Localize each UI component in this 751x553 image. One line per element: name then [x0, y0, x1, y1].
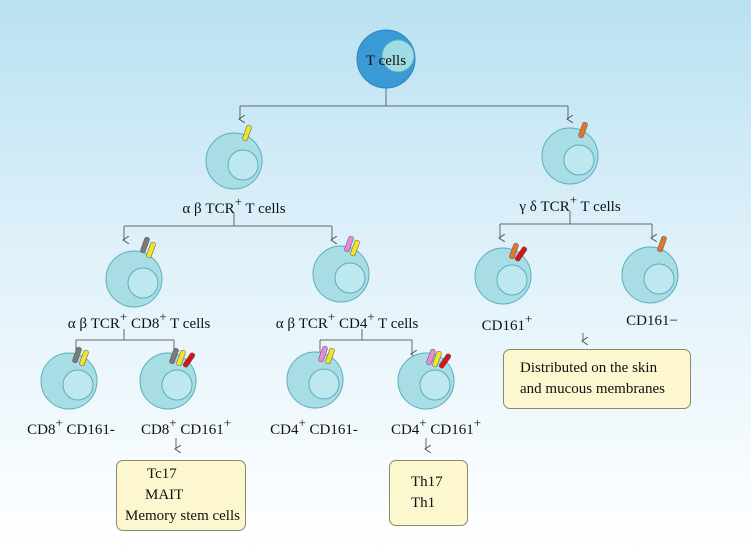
gd-cell-receptor-orange	[578, 121, 588, 139]
cd8-box-line-2: MAIT	[145, 487, 184, 503]
cd8neg-post: CD161-	[66, 422, 115, 438]
cd8-sup1: +	[119, 309, 128, 324]
cd4neg-post: CD161-	[309, 422, 358, 438]
cd4-label-post: T cells	[378, 316, 419, 332]
ab-tcr-label-pre: α β TCR	[182, 201, 235, 217]
root-label-text: T cells	[365, 53, 407, 69]
cd4pos-pre: CD4	[390, 422, 420, 438]
cd4-box-line-2: Th1	[411, 495, 436, 511]
cd8-cd161neg-cell-nucleus	[62, 369, 94, 401]
cd8-subsets-box: Tc17 MAIT Memory stem cells	[116, 460, 246, 531]
cd8pos-pre: CD8	[140, 422, 170, 438]
gd-cell-nucleus	[563, 144, 595, 176]
cd4-subsets-box: Th17 Th1	[389, 460, 468, 526]
cd4pos-receptor-pink	[426, 348, 436, 366]
cd8pos-receptor-red	[182, 352, 196, 368]
gd-tcr-label-post: T cells	[580, 199, 621, 215]
cd4-tcell-label: α β TCR+ CD4+ T cells	[275, 309, 419, 333]
cd8-box-line-1: Tc17	[147, 466, 177, 482]
cd8-cell-receptor-yellow	[146, 241, 156, 259]
cd4-box-line-1: Th17	[411, 474, 443, 490]
cd8-label-post: T cells	[170, 316, 211, 332]
cd8pos-sup1: +	[169, 415, 177, 430]
cd8-cd161-pos-label: CD8+ CD161+	[140, 415, 232, 439]
cd4-sup1: +	[327, 309, 336, 324]
ab-tcr-label-post: T cells	[245, 201, 286, 217]
gd-cd161-neg-label: CD161−	[626, 313, 678, 330]
gd-cd161-pos-text: CD161	[481, 318, 525, 334]
gd-tcr-label-pre: γ δ TCR	[519, 199, 570, 215]
gd-cd161pos-receptor-red	[514, 246, 528, 262]
gd-distribution-box: Distributed on the skin and mucous membr…	[503, 349, 691, 409]
cd4pos-mid: CD161	[430, 422, 474, 438]
cd8pos-receptor-gray	[169, 347, 179, 365]
gd-cd161neg-receptor-orange	[657, 235, 667, 253]
ab-cell-nucleus	[227, 149, 259, 181]
cd4-cd161-pos-label: CD4+ CD161+	[390, 415, 482, 439]
cd4-cd161neg-cell-nucleus	[308, 368, 340, 400]
cd8-label-mid: CD8	[130, 316, 160, 332]
cd8neg-receptor-yellow	[79, 349, 89, 367]
cd8neg-sup: +	[55, 415, 63, 430]
cd4-cell-receptor-pink	[344, 235, 354, 253]
cd4-cell-receptor-yellow	[350, 239, 360, 257]
cd4neg-receptor-yellow	[325, 347, 335, 365]
gd-cd161pos-cell-nucleus	[496, 264, 528, 296]
cd4neg-receptor-pink	[318, 345, 328, 363]
cd4neg-sup: +	[298, 415, 306, 430]
cd8-cell-nucleus	[127, 267, 159, 299]
ab-tcr-label: α β TCR+ T cells	[182, 194, 286, 218]
cd8-tcell-label: α β TCR+ CD8+ T cells	[67, 309, 211, 333]
cd8neg-receptor-gray	[72, 346, 82, 364]
gd-box-line-2: and mucous membranes	[520, 381, 665, 397]
cd8-cell-receptor-gray	[140, 236, 150, 254]
cd8-cd161-neg-label: CD8+ CD161-	[27, 415, 115, 439]
cd4-label-mid: CD4	[338, 316, 368, 332]
gd-box-line-1: Distributed on the skin	[520, 360, 658, 376]
cd4-cell-nucleus	[334, 262, 366, 294]
ab-tcr-sup: +	[234, 194, 242, 209]
gd-tcr-label: γ δ TCR+ T cells	[519, 192, 621, 216]
cd4pos-sup2: +	[473, 415, 482, 430]
cd8pos-mid: CD161	[180, 422, 224, 438]
root-label: T cells	[366, 53, 406, 70]
cd8-box-line-3: Memory stem cells	[125, 508, 240, 524]
cd8neg-pre: CD8	[27, 422, 56, 438]
cd4-sup2: +	[367, 309, 375, 324]
cd8pos-sup2: +	[223, 415, 232, 430]
cd4pos-sup1: +	[419, 415, 427, 430]
gd-cd161pos-receptor-orange	[509, 242, 519, 260]
ab-cell-receptor-yellow	[242, 124, 252, 142]
gd-cd161-neg-text: CD161−	[626, 313, 678, 329]
gd-cd161neg-cell-nucleus	[643, 263, 675, 295]
cd8-cd161pos-cell-nucleus	[161, 369, 193, 401]
root-cell-nucleus	[381, 39, 415, 73]
cd4-cd161pos-cell-nucleus	[419, 369, 451, 401]
gd-cd161-pos-label: CD161+	[481, 311, 533, 335]
cd4-label-pre: α β TCR	[275, 316, 328, 332]
cd4-cd161-neg-label: CD4+ CD161-	[270, 415, 358, 439]
cd4pos-receptor-red	[438, 353, 452, 369]
cd8pos-receptor-yellow	[176, 349, 186, 367]
cd4neg-pre: CD4	[270, 422, 299, 438]
gd-tcr-sup: +	[569, 192, 578, 207]
cd8-sup2: +	[159, 309, 167, 324]
gd-cd161-pos-sup: +	[525, 311, 533, 326]
cd8-label-pre: α β TCR	[67, 316, 120, 332]
cd4pos-receptor-yellow	[432, 350, 442, 368]
